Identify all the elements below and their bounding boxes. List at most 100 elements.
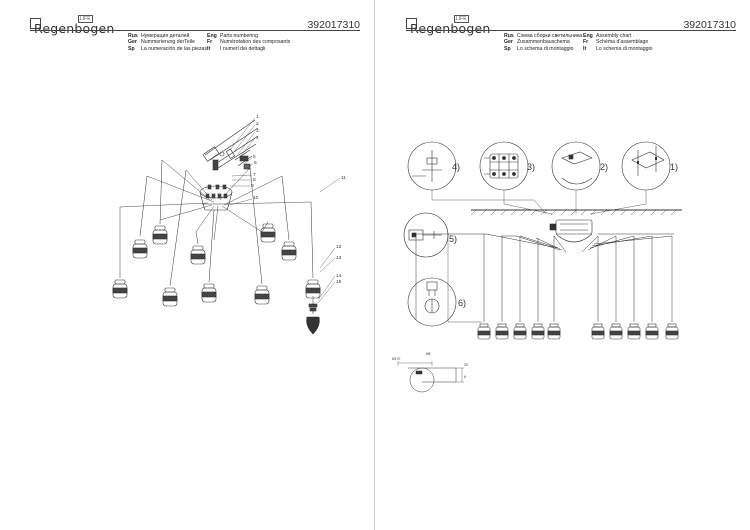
brand-name: Regenbogen	[410, 21, 491, 36]
part-number-label: 1	[256, 114, 259, 120]
step-label: 2)	[600, 162, 608, 172]
detail-circle-6	[407, 277, 457, 327]
logo-box-icon	[406, 18, 417, 29]
leader-lines	[229, 117, 341, 304]
part-number-labels: 1 2 3 4 5 6 7 8 9 10 11 12 13 14 15	[251, 114, 346, 285]
dim-label: Ø170	[392, 357, 400, 361]
pendant-shade	[477, 323, 491, 340]
step-labels: 4) 3) 2) 1) 5) 6)	[449, 162, 678, 308]
brand-logo: Regenbogen LIFE	[406, 15, 496, 36]
product-code: 392017310	[307, 19, 360, 31]
cable-lines	[119, 159, 312, 241]
step-label: 1)	[670, 162, 678, 172]
step-label: 4)	[452, 162, 460, 172]
pendant-shade	[132, 239, 148, 259]
part-number-label: 5	[253, 154, 256, 160]
pendant-shade	[281, 241, 297, 261]
brand-tag: LIFE	[454, 15, 469, 23]
logo-box-icon	[30, 18, 41, 29]
part-number-label: 3	[256, 128, 259, 134]
cord-bar	[414, 233, 674, 323]
header-rule	[30, 30, 360, 31]
part-number-label: 2	[256, 121, 259, 127]
pendant-shade	[531, 323, 545, 340]
callout-lines	[431, 190, 647, 215]
pendant-shade	[190, 245, 206, 265]
pendant-shade	[260, 223, 276, 243]
pendant-shades	[112, 223, 321, 307]
detail-circle-4	[407, 141, 457, 191]
pendant-shade	[547, 323, 561, 340]
sheet-divider	[374, 0, 375, 530]
canopy	[549, 219, 593, 243]
pendant-shade	[627, 323, 641, 340]
brand-logo: Regenbogen LIFE	[30, 15, 120, 36]
detail-circle-1	[621, 141, 671, 191]
pendant-shade	[495, 323, 509, 340]
step-label: 5)	[449, 234, 457, 244]
brand-name: Regenbogen	[34, 21, 115, 36]
pendant-shade	[254, 285, 270, 305]
product-code: 392017310	[683, 19, 736, 31]
part-number-label: 11	[341, 175, 346, 181]
part-number-label: 8	[253, 177, 256, 183]
header-rule	[406, 30, 736, 31]
step-label: 6)	[458, 298, 466, 308]
pendant-cords	[119, 159, 314, 304]
dim-label: Ø5	[426, 352, 431, 356]
pendant-shade	[665, 323, 679, 340]
dim-label: 6	[464, 375, 466, 379]
part-number-label: 4	[256, 135, 259, 141]
assembly-drawing: 4) 3) 2) 1) 5) 6) Ø170 Ø5 25 6	[392, 141, 682, 393]
step-label: 3)	[527, 162, 535, 172]
pendant-shade	[152, 225, 168, 245]
pendant-shade	[201, 283, 217, 303]
brand-tag: LIFE	[78, 15, 93, 23]
hardware-parts	[202, 119, 259, 171]
pendant-shade	[645, 323, 659, 340]
detail-circle-5	[403, 212, 449, 258]
part-number-label: 9	[251, 183, 254, 189]
pendant-shade	[591, 323, 605, 340]
pendant-shade	[305, 279, 321, 299]
part-number-label: 7	[253, 172, 256, 178]
detail-circle-3	[479, 141, 529, 191]
part-number-label: 14	[336, 273, 342, 279]
pendant-shade	[609, 323, 623, 340]
socket-and-bulb	[306, 303, 320, 335]
pendant-shades	[477, 323, 679, 340]
dim-label: 25	[464, 363, 468, 367]
ceiling	[470, 209, 682, 216]
canopy-body	[199, 184, 233, 211]
part-number-label: 13	[336, 255, 342, 261]
part-number-label: 6	[254, 160, 257, 166]
pendant-shade	[112, 279, 128, 299]
pendant-shade	[162, 287, 178, 307]
exploded-view-drawing: 1 2 3 4 5 6 7 8 9 10 11 12 13 14 15	[112, 114, 346, 335]
part-number-label: 10	[253, 195, 259, 201]
dimension-labels: Ø170 Ø5 25 6	[392, 352, 468, 379]
part-number-label: 12	[336, 244, 342, 250]
detail-circle-2	[551, 141, 601, 191]
part-number-label: 15	[336, 279, 342, 285]
pendant-shade	[513, 323, 527, 340]
dimension-detail	[397, 361, 464, 393]
